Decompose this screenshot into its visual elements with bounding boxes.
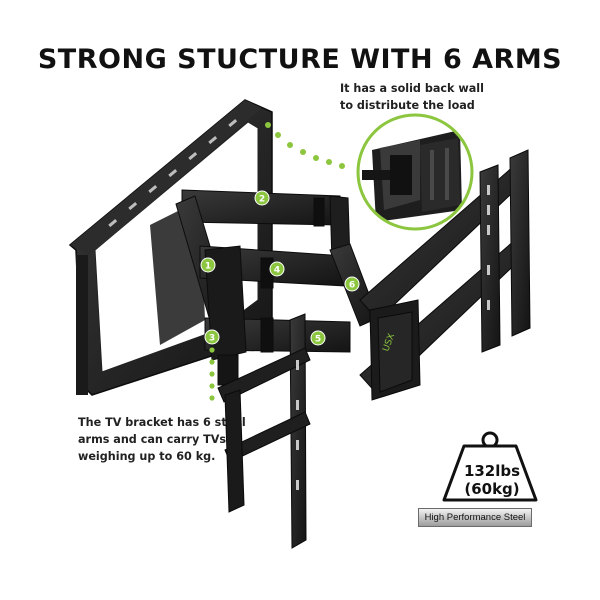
arm-marker-4-label: 4 [274,266,280,276]
steel-arms-caption-line-1: The TV bracket has 6 steel [78,416,246,429]
arm-marker-2-label: 2 [259,195,265,205]
arm-marker-3: 3 [204,329,220,345]
weight-capacity-lbs: 132lbs [463,462,521,480]
arm-marker-3-label: 3 [209,334,215,344]
arm-marker-6: 6 [344,276,360,292]
arm-marker-6-label: 6 [349,281,355,291]
arm-marker-5: 5 [310,330,326,346]
steel-arms-caption-line-2: arms and can carry TVs [78,433,227,446]
headline: STRONG STUCTURE WITH 6 ARMS [37,44,563,75]
tv-bracket: USX [217,149,531,549]
steel-arms-caption-line-3: weighing up to 60 kg. [78,450,216,463]
arm-marker-5-label: 5 [315,335,321,345]
weight-icon [442,431,538,502]
callout-dots [209,122,345,401]
arm-marker-1: 1 [200,257,216,273]
back-wall-zoom-inset [356,113,474,231]
back-wall-caption-line-1: It has a solid back wall [340,82,484,95]
back-wall-caption: It has a solid back wall to distribute t… [340,80,484,114]
steel-arms-caption: The TV bracket has 6 steel arms and can … [78,414,246,465]
arm-marker-1-label: 1 [205,262,211,272]
steel-quality-badge: High Performance Steel [418,508,532,527]
weight-capacity-kg: (60kg) [464,480,520,498]
arm-marker-4: 4 [269,261,285,277]
arm-marker-2: 2 [254,190,270,206]
back-wall-caption-line-2: to distribute the load [340,99,475,112]
